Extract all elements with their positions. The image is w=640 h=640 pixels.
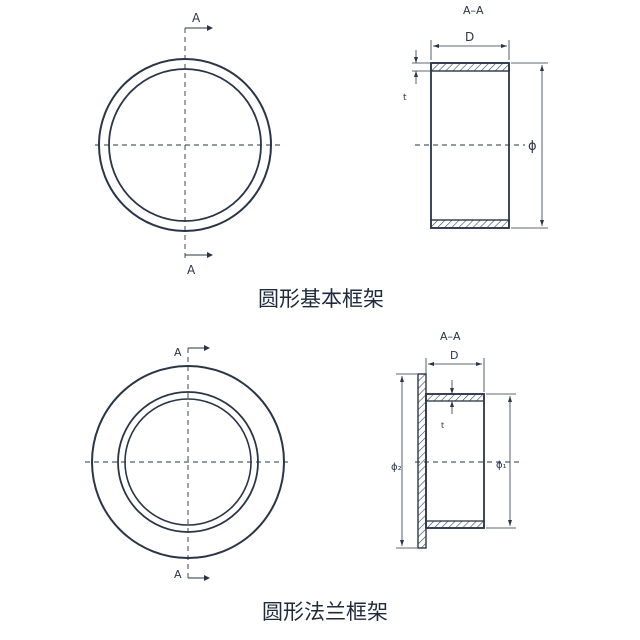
tube-wall-bottom bbox=[425, 520, 485, 529]
tube-wall-top bbox=[425, 393, 485, 402]
basic-frame-section-view: A–A bbox=[412, 4, 548, 229]
tube-outline bbox=[425, 393, 485, 529]
flange-frame-front-view bbox=[85, 345, 292, 581]
flange-section-title: A–A bbox=[440, 330, 461, 343]
caption-flange-frame: 圆形法兰框架 bbox=[262, 600, 388, 624]
dim-label-diameter: ϕ bbox=[528, 139, 537, 154]
flange-frame-section-view: A–A bbox=[396, 330, 522, 549]
sleeve-wall-top bbox=[430, 62, 510, 72]
section-label-top: A bbox=[192, 11, 201, 25]
section-title: A–A bbox=[463, 4, 484, 17]
sleeve-wall-bottom bbox=[430, 219, 510, 229]
caption-basic-frame: 圆形基本框架 bbox=[258, 287, 384, 311]
flange-section-label-bottom: A bbox=[174, 568, 182, 581]
section-label-bottom: A bbox=[187, 263, 196, 277]
sleeve-outline bbox=[430, 62, 510, 229]
flange-plate bbox=[417, 373, 427, 549]
flange-dim-label-outer-diameter: ϕ₂ bbox=[391, 462, 402, 473]
basic-frame-front-view bbox=[95, 25, 282, 262]
flange-dim-label-width: D bbox=[450, 349, 458, 362]
flange-dim-label-inner-diameter: ϕ₁ bbox=[496, 460, 507, 471]
flange-section-label-top: A bbox=[174, 346, 182, 359]
dim-label-width: D bbox=[465, 30, 474, 44]
dim-label-thickness: t bbox=[403, 93, 407, 103]
flange-dim-label-thickness: t bbox=[441, 421, 444, 430]
